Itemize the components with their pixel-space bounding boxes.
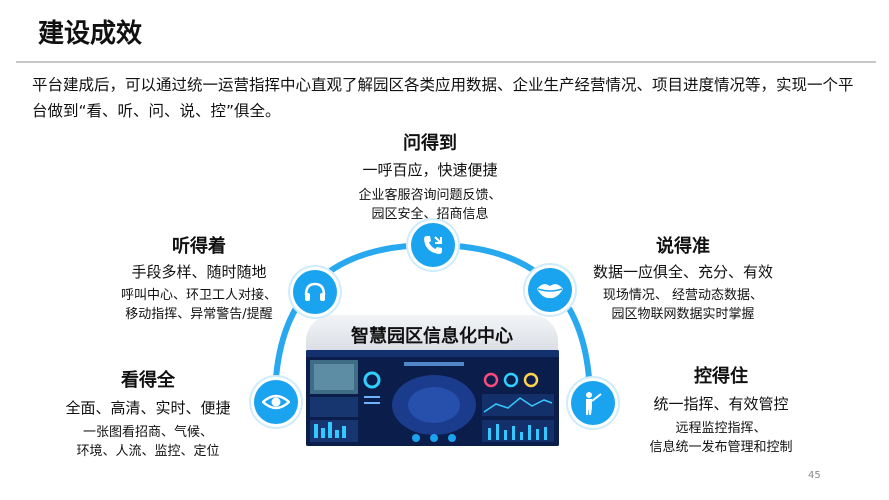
phone-icon bbox=[424, 236, 442, 254]
kong-title: 控得住 bbox=[694, 366, 748, 387]
intro-paragraph: 平台建成后，可以通过统一运营指挥中心直观了解园区各类应用数据、企业生产经营情况、… bbox=[32, 76, 854, 120]
shuo-subtitle: 数据一应俱全、充分、有效 bbox=[592, 263, 773, 281]
block-kong: 控得住 统一指挥、有效管控 远程监控指挥、 信息统一发布管理和控制 bbox=[621, 365, 821, 457]
presenter-icon-node bbox=[571, 381, 615, 425]
ting-desc-line: 呼叫中心、环卫工人对接、 bbox=[120, 288, 277, 303]
lips-icon bbox=[537, 284, 563, 299]
kan-title: 看得全 bbox=[121, 370, 175, 391]
shuo-desc-line: 现场情况、 经营动态数据、 bbox=[602, 288, 764, 303]
page-title: 建设成效 bbox=[38, 19, 143, 49]
dashboard-screenshot bbox=[306, 350, 559, 446]
ting-desc-line: 移动指挥、异常警告/提醒 bbox=[125, 307, 273, 322]
kong-desc-line: 信息统一发布管理和控制 bbox=[649, 440, 793, 455]
eye-icon-node bbox=[254, 380, 298, 424]
wen-subtitle: 一呼百应，快速便捷 bbox=[362, 161, 498, 179]
block-wen: 问得到 一呼百应，快速便捷 企业客服咨询问题反馈、 园区安全、招商信息 bbox=[330, 132, 530, 224]
block-kan: 看得全 全面、高清、实时、便捷 一张图看招商、气候、 环境、人流、监控、定位 bbox=[48, 369, 248, 461]
ting-title: 听得着 bbox=[172, 236, 226, 257]
ting-subtitle: 手段多样、随时随地 bbox=[131, 263, 267, 281]
kan-desc-line: 环境、人流、监控、定位 bbox=[76, 444, 220, 459]
shuo-desc-line: 园区物联网数据实时掌握 bbox=[611, 307, 755, 322]
shuo-title: 说得准 bbox=[656, 236, 710, 257]
block-shuo: 说得准 数据一应俱全、充分、有效 现场情况、 经营动态数据、 园区物联网数据实时… bbox=[583, 235, 783, 324]
wen-desc-line: 园区安全、招商信息 bbox=[371, 207, 489, 222]
title-divider bbox=[16, 61, 876, 63]
headphones-icon-node bbox=[293, 270, 337, 314]
kan-subtitle: 全面、高清、实时、便捷 bbox=[65, 399, 231, 417]
page-number: 45 bbox=[808, 470, 821, 481]
headphones-icon bbox=[304, 282, 326, 301]
kan-desc-line: 一张图看招商、气候、 bbox=[82, 425, 213, 440]
wen-desc-line: 企业客服咨询问题反馈、 bbox=[358, 188, 502, 203]
wen-title: 问得到 bbox=[403, 133, 457, 154]
presenter-icon bbox=[586, 392, 602, 415]
phone-icon-node bbox=[411, 223, 455, 267]
center-label: 智慧园区信息化中心 bbox=[351, 326, 513, 347]
kong-desc-line: 远程监控指挥、 bbox=[675, 421, 767, 436]
lips-icon-node bbox=[528, 268, 572, 312]
block-ting: 听得着 手段多样、随时随地 呼叫中心、环卫工人对接、 移动指挥、异常警告/提醒 bbox=[99, 235, 299, 324]
kong-subtitle: 统一指挥、有效管控 bbox=[653, 395, 789, 413]
eye-icon bbox=[262, 394, 290, 410]
